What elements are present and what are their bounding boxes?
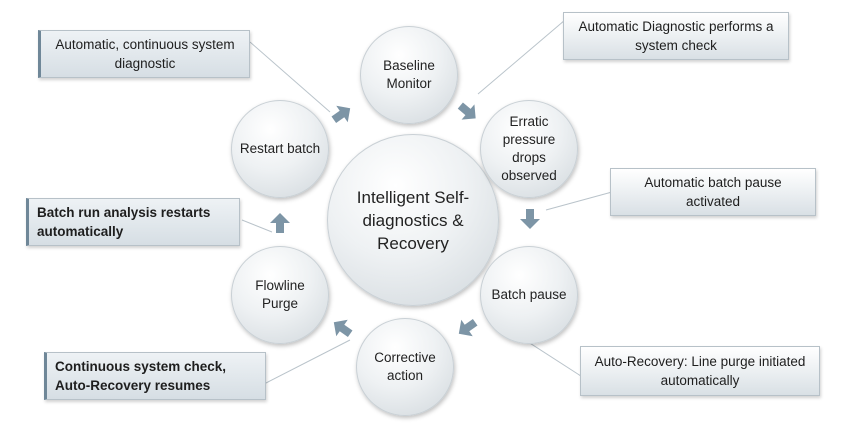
step-erratic-pressure: Erratic pressure drops observed	[480, 100, 578, 198]
note-system-check-resumes: Continuous system check, Auto-Recovery r…	[44, 352, 266, 400]
arrow-to-corrective-icon	[455, 316, 479, 340]
connector-line-6	[241, 219, 273, 233]
arrow-to-restart-icon	[268, 211, 292, 235]
arrow-to-flowline-icon	[330, 316, 354, 340]
arrow-to-baseline-icon	[330, 102, 354, 126]
step-corrective-action: Corrective action	[356, 318, 454, 416]
step-label: Flowline Purge	[255, 278, 305, 311]
step-restart-batch: Restart batch	[231, 100, 329, 198]
note-diagnostic-check: Automatic Diagnostic performs a system c…	[563, 12, 789, 60]
step-batch-pause: Batch pause	[480, 246, 578, 344]
connector-line-2	[477, 19, 566, 95]
connector-line-1	[249, 41, 331, 113]
step-label: Baseline Monitor	[383, 58, 435, 91]
step-flowline-purge: Flowline Purge	[231, 246, 329, 344]
note-batch-pause: Automatic batch pause activated	[610, 168, 816, 216]
center-circle: Intelligent Self-diagnostics & Recovery	[327, 134, 499, 306]
arrow-to-erratic-icon	[456, 100, 480, 124]
arrow-to-batch-pause-icon	[518, 207, 542, 231]
connector-line-5	[263, 339, 351, 385]
step-label: Restart batch	[239, 141, 321, 156]
center-label: Intelligent Self-diagnostics & Recovery	[356, 187, 470, 253]
step-label: Erratic pressure drops observed	[501, 114, 557, 183]
step-baseline-monitor: Baseline Monitor	[360, 26, 458, 124]
step-label: Corrective action	[374, 350, 436, 383]
note-auto-recovery: Auto-Recovery: Line purge initiated auto…	[580, 346, 820, 396]
note-batch-analysis-restarts: Batch run analysis restarts automaticall…	[26, 198, 240, 246]
step-label: Batch pause	[491, 287, 567, 302]
note-continuous-diagnostic: Automatic, continuous system diagnostic	[38, 30, 250, 78]
connector-line-3	[545, 191, 613, 211]
